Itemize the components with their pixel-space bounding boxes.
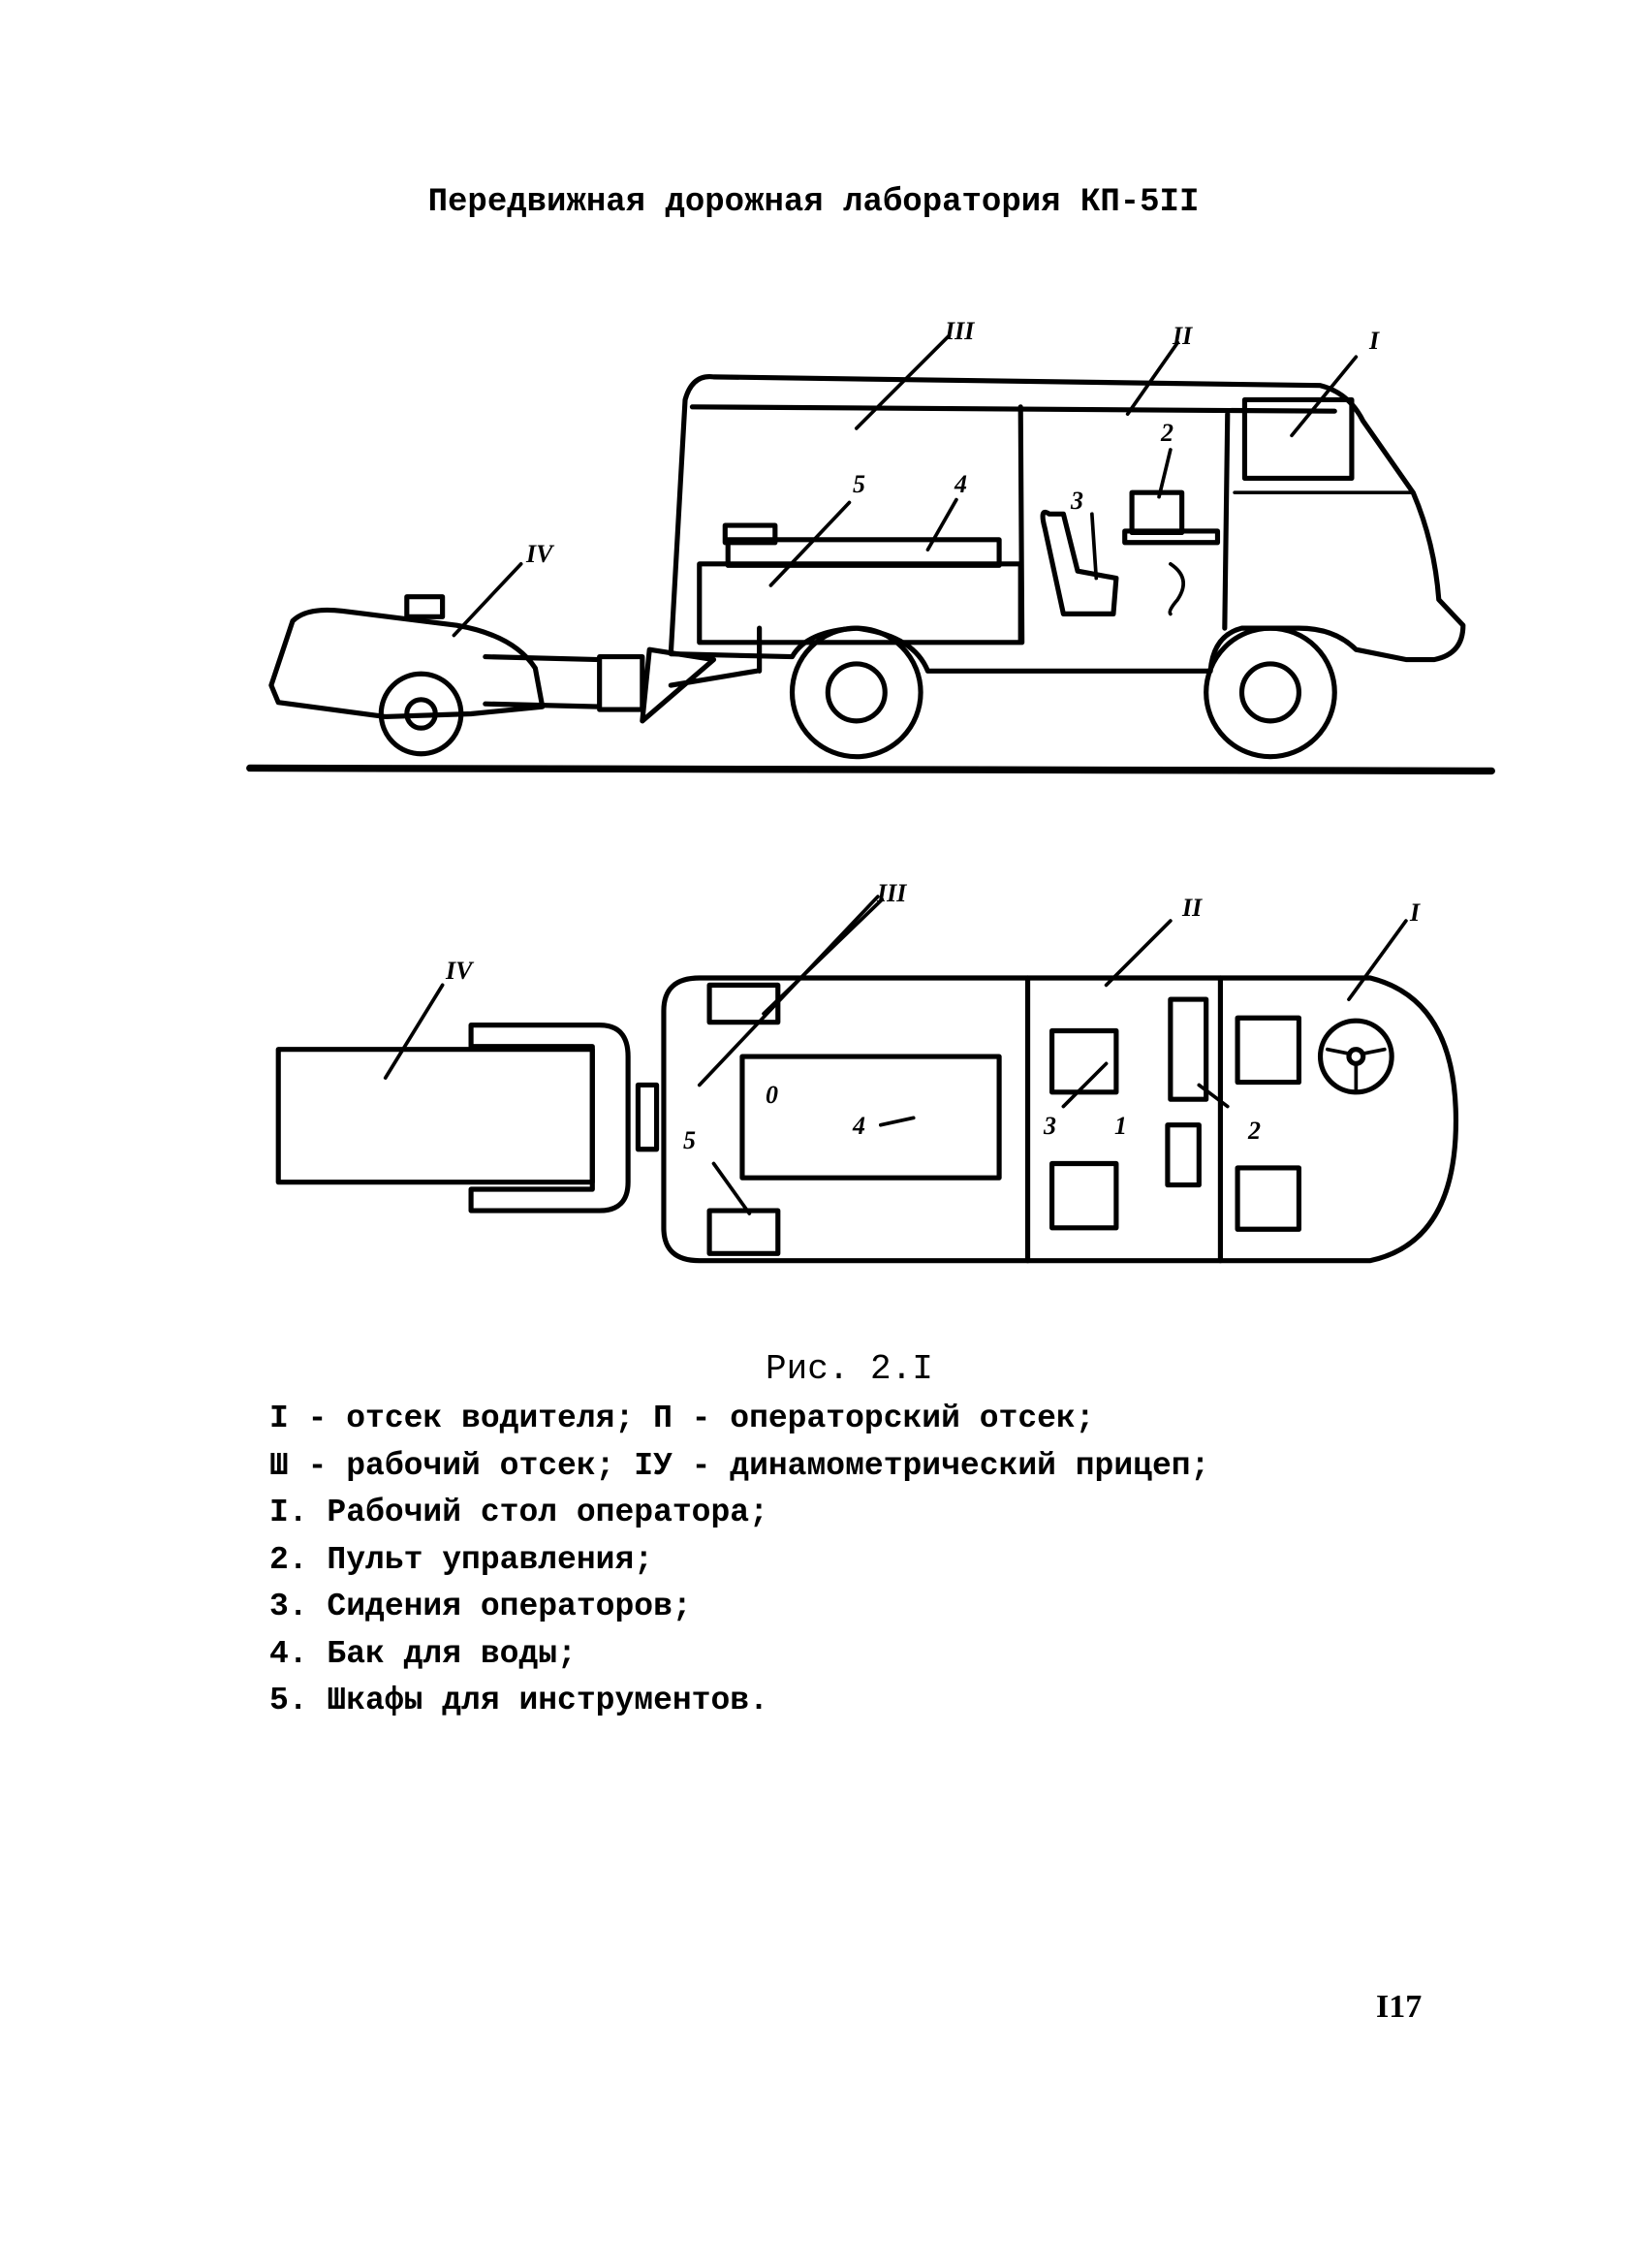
legend-item: 5. Шкафы для инструментов. — [269, 1683, 768, 1718]
figure-caption: Рис. 2.I — [766, 1349, 933, 1389]
legend-item: I - отсек водителя; П - операторский отс… — [269, 1401, 1095, 1436]
label-5-top: 5 — [683, 1126, 696, 1154]
cabinets-plan — [706, 982, 781, 1256]
tank-plan — [739, 1054, 1002, 1181]
label-4-side: 4 — [954, 470, 967, 498]
label-III-top: III — [876, 879, 907, 907]
steering-wheel — [1317, 1018, 1394, 1095]
label-II-side: II — [1172, 322, 1193, 350]
legend-item: 3. Сидения операторов; — [269, 1589, 692, 1624]
rear-wheel — [789, 625, 923, 760]
label-4-top: 4 — [852, 1112, 865, 1140]
cab-partition — [1222, 411, 1231, 631]
label-5-side: 5 — [853, 470, 865, 498]
seat-3 — [1040, 509, 1119, 616]
trailer-frame — [468, 1023, 631, 1213]
tow-bar — [483, 625, 763, 724]
legend-item: 2. Пульт управления; — [269, 1541, 654, 1578]
cabinet-5 — [722, 522, 778, 546]
legend-item: Ш - рабочий отсек; IУ - динамометрически… — [269, 1447, 1210, 1484]
trailer-body — [268, 607, 546, 720]
label-3-top: 3 — [1043, 1112, 1056, 1140]
label-IV-top: IV — [445, 957, 475, 985]
label-III-side: III — [944, 317, 975, 345]
label-IV-side: IV — [525, 540, 555, 568]
seat-plan-1 — [1049, 1027, 1119, 1095]
label-II-top: II — [1181, 894, 1203, 922]
label-I-side: I — [1368, 327, 1380, 355]
console-plan — [1168, 996, 1209, 1102]
top-view — [275, 895, 1459, 1264]
seat-plan-2 — [1049, 1160, 1119, 1231]
ground-line — [246, 764, 1495, 775]
label-0-top: 0 — [766, 1081, 778, 1109]
leader-lines — [452, 333, 1359, 638]
trailer-plan — [275, 1047, 595, 1185]
label-1-top: 1 — [1114, 1112, 1127, 1140]
page-title: Передвижная дорожная лаборатория КП-5II — [427, 184, 1200, 221]
cab-seat-1 — [1235, 1015, 1302, 1086]
front-wheel — [1204, 625, 1337, 760]
roof-line — [689, 404, 1337, 414]
legend: I - отсек водителя; П - операторский отс… — [269, 1396, 1209, 1725]
console-2 — [1129, 489, 1185, 536]
page-number: I17 — [1376, 1989, 1423, 2025]
label-2-top: 2 — [1247, 1117, 1261, 1145]
trailer-wheel — [378, 671, 464, 757]
label-3-side: 3 — [1070, 487, 1083, 515]
legend-item: 4. Бак для воды; — [269, 1635, 577, 1672]
cab-window — [1241, 396, 1355, 482]
van-plan — [661, 975, 1459, 1264]
legend-item: I. Рабочий стол оператора; — [269, 1495, 768, 1530]
coupler — [635, 1082, 660, 1152]
trailer-top-box — [404, 594, 446, 619]
label-I-top: I — [1409, 898, 1421, 927]
tank-top — [725, 537, 1002, 568]
cab-seat-2 — [1235, 1165, 1302, 1232]
label-2-side: 2 — [1160, 419, 1173, 447]
side-view — [246, 333, 1495, 775]
